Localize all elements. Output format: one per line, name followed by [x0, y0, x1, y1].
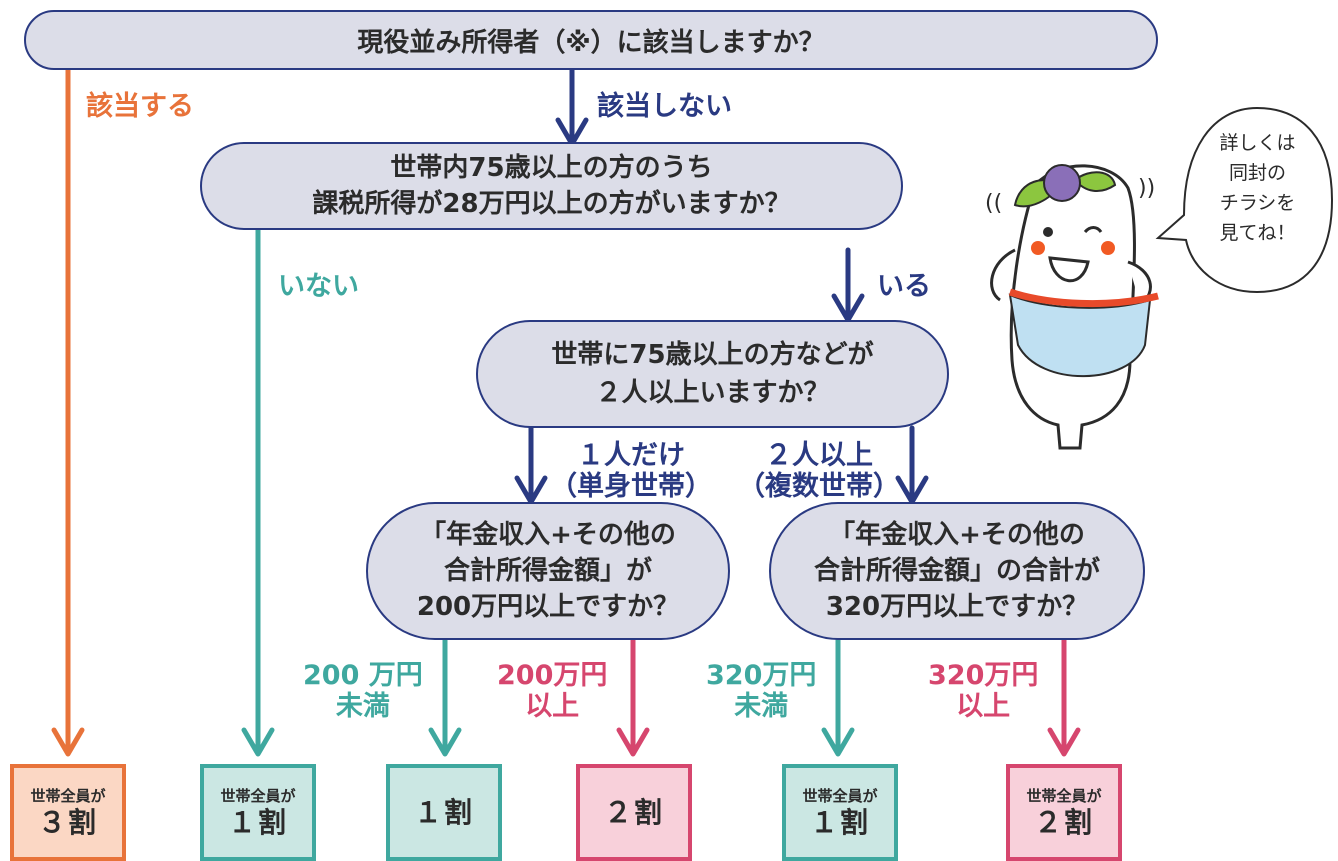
label-multiple-household: ２人以上 （複数世帯）	[738, 440, 900, 502]
result-box: 世帯全員が ２割	[1006, 764, 1122, 861]
question-household-count: 世帯に75歳以上の方などが ２人以上いますか？	[476, 320, 949, 428]
result-box: 世帯全員が １割	[200, 764, 316, 861]
result-prefix: 世帯全員が	[220, 786, 296, 805]
label-none: いない	[278, 271, 359, 302]
arrow-applies	[51, 67, 85, 757]
result-value: １割	[809, 805, 870, 839]
question-household-count-text: 世帯に75歳以上の方などが ２人以上いますか？	[551, 340, 874, 408]
arrow-over-200	[616, 637, 650, 757]
question-single-income-text: 「年金収入+その他の 合計所得金額」が 200万円以上ですか？	[416, 520, 680, 622]
result-value: ３割	[37, 805, 98, 839]
question-multiple-income: 「年金収入+その他の 合計所得金額」の合計が 320万円以上ですか？	[769, 502, 1145, 640]
arrow-under-320	[821, 637, 855, 757]
question-taxable-income: 世帯内75歳以上の方のうち 課税所得が28万円以上の方がいますか？	[200, 142, 903, 230]
arrow-not-applies	[555, 67, 589, 147]
label-some: いる	[877, 271, 931, 302]
result-box: １割	[386, 764, 502, 861]
arrow-over-320	[1047, 637, 1081, 757]
result-box: 世帯全員が ３割	[10, 764, 126, 861]
arrow-single	[514, 425, 548, 505]
arrow-some	[831, 247, 865, 323]
svg-text:)): ))	[1138, 176, 1155, 201]
mascot-illustration: (( ))	[985, 164, 1159, 450]
result-prefix: 世帯全員が	[1026, 786, 1102, 805]
label-applies: 該当する	[86, 91, 194, 122]
label-over-200: 200万円 以上	[497, 660, 608, 722]
label-single-household: １人だけ （単身世帯）	[550, 440, 712, 502]
label-under-200: 200 万円 未満	[303, 660, 423, 722]
question-multiple-income-text: 「年金収入+その他の 合計所得金額」の合計が 320万円以上ですか？	[813, 520, 1100, 622]
arrow-none	[241, 225, 275, 757]
result-value: １割	[413, 795, 474, 829]
result-box: ２割	[576, 764, 692, 861]
question-current-income-text: 現役並み所得者（※）に該当しますか？	[357, 27, 825, 58]
result-value: １割	[227, 805, 288, 839]
label-under-320: 320万円 未満	[706, 660, 817, 722]
arrow-under-200	[428, 637, 462, 757]
speech-bubble-text: 詳しくは 同封の チラシを 見てね！	[1219, 132, 1296, 244]
result-prefix: 世帯全員が	[802, 786, 878, 805]
result-value: ２割	[603, 795, 664, 829]
label-over-320: 320万円 以上	[928, 660, 1039, 722]
result-box: 世帯全員が １割	[782, 764, 898, 861]
question-taxable-income-text: 世帯内75歳以上の方のうち 課税所得が28万円以上の方がいますか？	[312, 153, 791, 219]
result-prefix: 世帯全員が	[30, 786, 106, 805]
svg-text:((: ((	[985, 191, 1002, 216]
question-current-income: 現役並み所得者（※）に該当しますか？	[24, 10, 1158, 70]
label-not-applies: 該当しない	[597, 91, 732, 122]
question-single-income: 「年金収入+その他の 合計所得金額」が 200万円以上ですか？	[366, 502, 730, 640]
speech-bubble	[1155, 106, 1334, 294]
result-value: ２割	[1033, 805, 1094, 839]
arrow-multiple	[895, 425, 929, 505]
